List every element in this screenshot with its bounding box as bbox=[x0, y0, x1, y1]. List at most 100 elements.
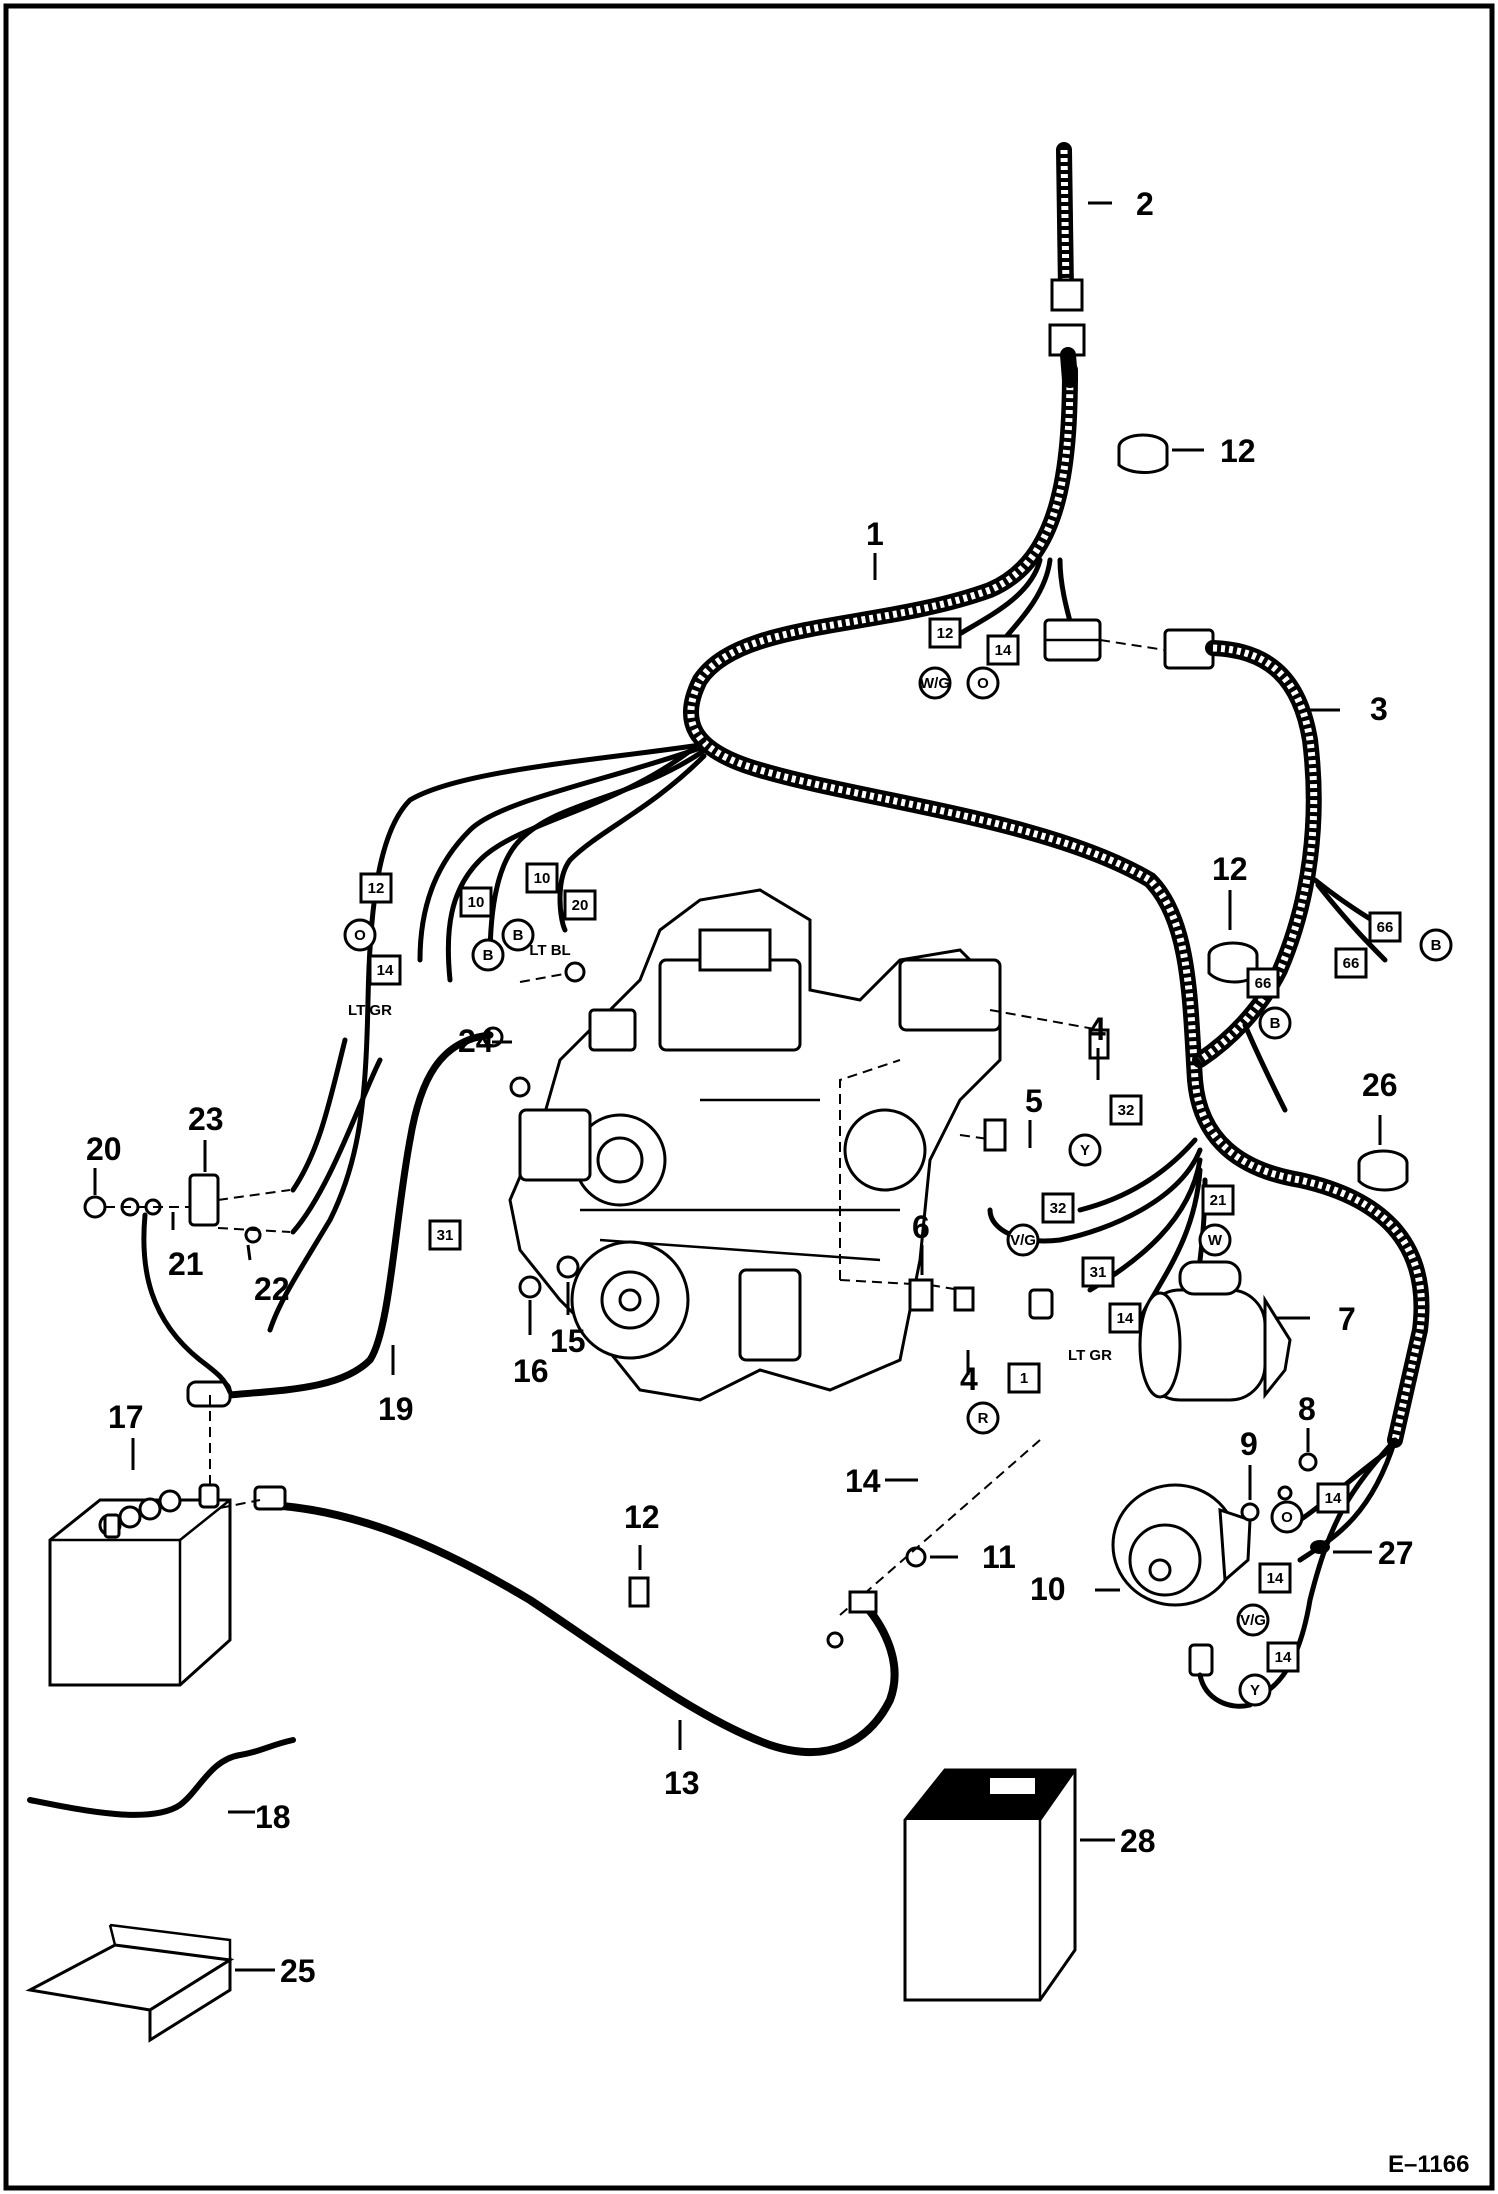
wire-tag-label: W bbox=[1208, 1232, 1223, 1249]
cable-clip-part-26 bbox=[1357, 1149, 1409, 1192]
wire-tag-t29: LT GR bbox=[1068, 1347, 1112, 1364]
harness-extension-part-2 bbox=[1048, 142, 1086, 388]
nut-part-8 bbox=[1298, 1452, 1318, 1472]
wire-tag-t24: 31 bbox=[1081, 1256, 1115, 1288]
wire-tag-label: V/G bbox=[1010, 1232, 1036, 1249]
wire-tag-label: 14 bbox=[1267, 1570, 1284, 1587]
wire-tag-label: 66 bbox=[1343, 955, 1360, 972]
wire-tag-label: LT GR bbox=[348, 1002, 392, 1019]
wire-tag-t19: B bbox=[1258, 1006, 1292, 1040]
callout-25: 25 bbox=[280, 1953, 316, 1989]
wire-tag-label: 14 bbox=[1117, 1310, 1134, 1327]
callout-19: 19 bbox=[378, 1391, 414, 1427]
hold-down-rod-part-18 bbox=[27, 1737, 296, 1818]
fuse-holder-part-27 bbox=[1310, 1540, 1330, 1554]
wire-tag-t7: 14 bbox=[368, 954, 402, 986]
wire-tag-label: R bbox=[978, 1410, 989, 1427]
wire-tag-t15: 66 bbox=[1368, 911, 1402, 943]
wire-tag-t8: LT GR bbox=[348, 1002, 392, 1019]
ring-terminal-part-11 bbox=[905, 1546, 927, 1568]
wire-tag-label: 32 bbox=[1050, 1200, 1067, 1217]
wire-tag-label: Y bbox=[1250, 1682, 1260, 1699]
wire-tag-t18: 66 bbox=[1246, 967, 1280, 999]
callout-5: 5 bbox=[1025, 1083, 1043, 1119]
cable-clip-part-12 bbox=[628, 1576, 650, 1608]
wire-tag-label: 14 bbox=[995, 642, 1012, 659]
drawing-border bbox=[3, 3, 1495, 2191]
callout-4-lower: 4 bbox=[960, 1361, 978, 1397]
callout-17: 17 bbox=[108, 1399, 144, 1435]
wire-tag-t2: W/G bbox=[918, 666, 952, 700]
engine-sensors bbox=[482, 961, 1110, 1320]
wire-tag-label: B bbox=[483, 947, 494, 964]
wire-tag-label: 10 bbox=[468, 894, 485, 911]
wire-tag-label: LT BL bbox=[529, 942, 570, 959]
wire-tag-label: 32 bbox=[1118, 1102, 1135, 1119]
alternator-plug bbox=[1188, 1643, 1214, 1677]
wire-tag-label: 21 bbox=[1210, 1192, 1227, 1209]
wire-tag-label: 14 bbox=[1275, 1649, 1292, 1666]
wire-tag-label: V/G bbox=[1240, 1612, 1266, 1629]
callout-6: 6 bbox=[912, 1209, 930, 1245]
wire-tag-t20: 32 bbox=[1109, 1094, 1143, 1126]
cable-clip-upper-part-12 bbox=[1117, 433, 1169, 474]
callout-11: 11 bbox=[982, 1539, 1016, 1575]
callout-12-top: 12 bbox=[1220, 433, 1256, 469]
wire-tag-label: O bbox=[354, 927, 366, 944]
callout-9: 9 bbox=[1240, 1426, 1258, 1462]
wire-tag-t33: 14 bbox=[1316, 1482, 1350, 1514]
wire-tag-label: B bbox=[1431, 937, 1442, 954]
relay-bracket-group bbox=[83, 1037, 383, 1395]
wire-tag-t35: V/G bbox=[1236, 1603, 1270, 1637]
wire-tag-t37: Y bbox=[1238, 1673, 1272, 1707]
wire-tag-t11: B bbox=[501, 918, 535, 952]
wire-tag-t30: 1 bbox=[1007, 1362, 1041, 1394]
wire-tag-t10: 20 bbox=[563, 889, 597, 921]
callout-20: 20 bbox=[86, 1131, 122, 1167]
wire-tag-label: 66 bbox=[1377, 919, 1394, 936]
callout-13: 13 bbox=[664, 1765, 700, 1801]
wire-tag-t26: 21 bbox=[1201, 1184, 1235, 1216]
callout-18: 18 bbox=[255, 1799, 291, 1835]
wire-tag-t25: 31 bbox=[428, 1219, 462, 1251]
callout-28: 28 bbox=[1120, 1823, 1156, 1859]
wire-tag-t13: 10 bbox=[459, 886, 493, 918]
wire-tag-t3: 14 bbox=[986, 634, 1020, 666]
wire-tag-label: 10 bbox=[534, 870, 551, 887]
drawing-id: E–1166 bbox=[1388, 2151, 1469, 2178]
wire-tag-t16: B bbox=[1419, 928, 1453, 962]
wire-tag-t5: 12 bbox=[359, 872, 393, 904]
wire-tag-label: 31 bbox=[1090, 1264, 1107, 1281]
battery-cable-part-13 bbox=[253, 1485, 899, 1757]
callout-27: 27 bbox=[1378, 1535, 1414, 1571]
callout-2: 2 bbox=[1136, 186, 1154, 222]
wire-tag-label: 14 bbox=[1325, 1490, 1342, 1507]
callout-26: 26 bbox=[1362, 1067, 1398, 1103]
harness-connector-plug bbox=[1043, 618, 1215, 670]
terminal-stud bbox=[1277, 1485, 1293, 1501]
callout-21: 21 bbox=[168, 1246, 204, 1282]
wire-tag-t32: O bbox=[1270, 1500, 1304, 1534]
wire-tag-t28: 14 bbox=[1108, 1302, 1142, 1334]
wire-tag-label: 12 bbox=[368, 880, 385, 897]
wire-tag-t22: 32 bbox=[1041, 1192, 1075, 1224]
wire-tag-t23: V/G bbox=[1006, 1223, 1040, 1257]
callout-12-middle: 12 bbox=[1212, 851, 1248, 887]
washer-part-9 bbox=[1240, 1502, 1260, 1522]
wire-tag-t17: 66 bbox=[1334, 947, 1368, 979]
callout-23: 23 bbox=[188, 1101, 224, 1137]
wire-tag-label: 66 bbox=[1255, 975, 1272, 992]
wire-tag-t36: 14 bbox=[1266, 1641, 1300, 1673]
callout-24: 24 bbox=[458, 1023, 494, 1059]
callout-8: 8 bbox=[1298, 1391, 1316, 1427]
callout-7: 7 bbox=[1338, 1301, 1356, 1337]
wire-tag-t27: W bbox=[1198, 1223, 1232, 1257]
wire-tag-label: 12 bbox=[937, 625, 954, 642]
wire-tag-label: B bbox=[1270, 1015, 1281, 1032]
right-branch-wires bbox=[987, 1137, 1398, 1703]
wire-tag-label: 20 bbox=[572, 897, 589, 914]
starter-motor bbox=[1138, 1260, 1292, 1402]
wire-tag-label: 14 bbox=[377, 962, 394, 979]
wire-tag-label: O bbox=[1281, 1509, 1293, 1526]
